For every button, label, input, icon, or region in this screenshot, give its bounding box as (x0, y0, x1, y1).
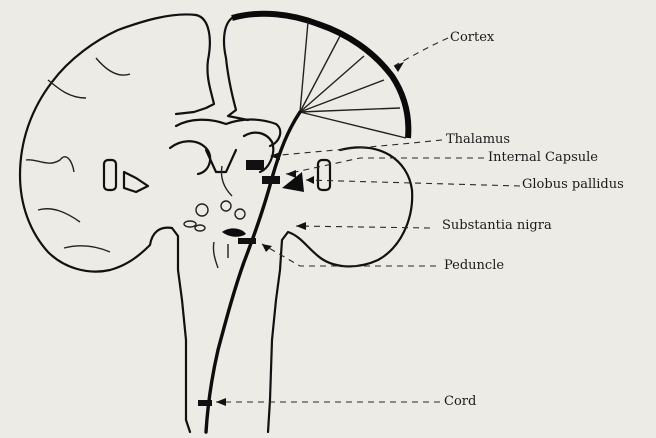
peduncle-marker (238, 238, 256, 244)
substantia-nigra-label: Substantia nigra (442, 218, 552, 233)
globus-pallidus-leader (306, 180, 520, 186)
peduncle-leader (262, 244, 436, 266)
internal-capsule-label: Internal Capsule (488, 150, 598, 165)
cord-label: Cord (444, 394, 476, 409)
cortex-label: Cortex (450, 30, 494, 45)
peduncle-label: Peduncle (444, 258, 504, 273)
thalamus-marker (246, 160, 264, 170)
internal-capsule-marker (262, 176, 280, 184)
left-hemisphere-top (176, 15, 214, 114)
thalamus-label: Thalamus (446, 132, 510, 147)
left-hemisphere (20, 14, 196, 432)
cord-marker (198, 400, 212, 406)
substantia-nigra-leader (296, 226, 430, 228)
cortex-leader (394, 38, 448, 66)
globus-pallidus-label: Globus pallidus (522, 177, 624, 192)
internal-capsule-leader (286, 158, 484, 174)
substantia-nigra-mark (222, 228, 246, 236)
